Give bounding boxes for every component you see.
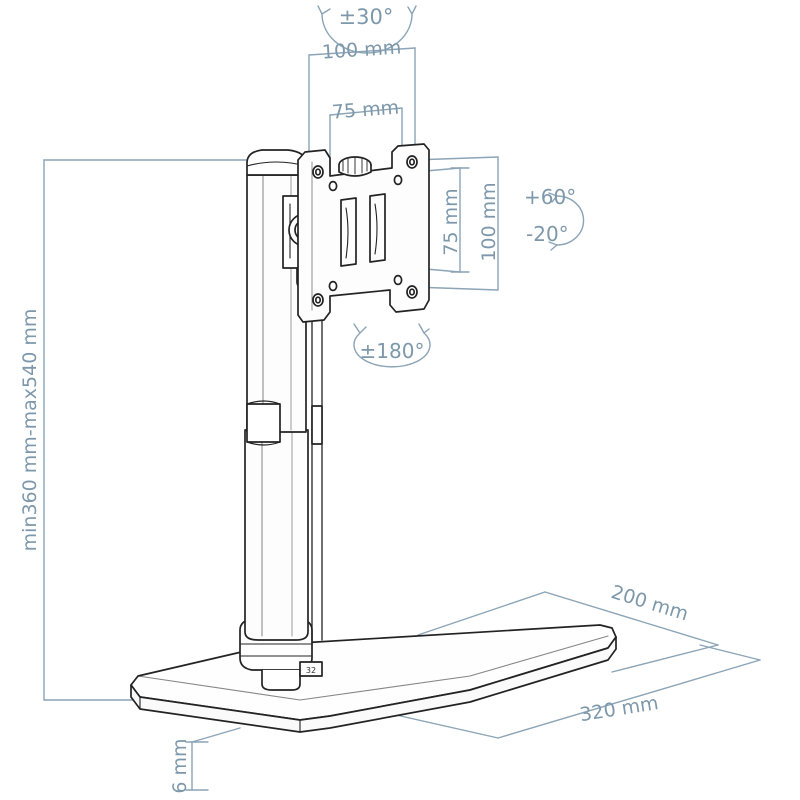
dimension-base-thickness [185,727,241,791]
swivel-arc-icon [317,5,417,54]
vesa-mounting-holes [312,155,418,307]
rotation-arc-icon [353,323,431,368]
vesa-center-slots [340,193,386,267]
column-lower [244,429,309,641]
base-plate [130,624,617,733]
dimension-base-depth [417,591,719,673]
svg-text:32: 32 [306,666,316,675]
label-vesa-width-outer: 100 mm [321,36,402,63]
label-tilt-up: +60° [524,185,576,209]
height-adjust-clip [246,400,281,446]
cable-channel [311,299,323,641]
label-base-thickness: 6 mm [169,738,191,793]
label-vesa-height-outer: 100 mm [478,182,500,261]
label-rotation: ±180° [360,339,425,363]
label-column-height: min360 mm-max540 mm [19,309,41,552]
label-swivel: ±30° [339,5,394,29]
label-vesa-height-inner: 75 mm [440,188,462,255]
label-vesa-width-inner: 75 mm [331,96,400,123]
dimension-vesa-width-outer [308,47,416,161]
vesa-thumbscrew [338,156,372,177]
tilt-arc-icon [548,192,585,251]
label-tilt-down: -20° [526,222,569,246]
